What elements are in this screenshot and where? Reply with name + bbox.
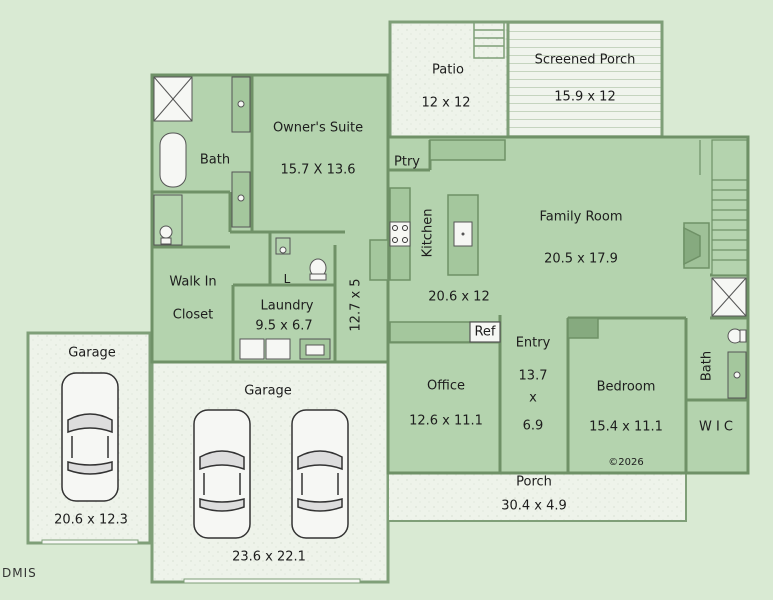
room-name-office: Office [427, 378, 465, 394]
stairs [699, 139, 748, 276]
car-icon [61, 372, 119, 502]
room-name-garage-main: Garage [244, 383, 292, 399]
kitchen-sink-icon [453, 221, 473, 247]
room-name-bedroom-bath: Bath [699, 350, 715, 382]
garage-left-door [41, 539, 139, 545]
half-bath-fixtures [275, 237, 327, 281]
room-name-family-room: Family Room [539, 209, 623, 225]
patio-slab [388, 20, 510, 139]
room-name-walk-in-closet-line2: Closet [172, 307, 214, 323]
room-name-wic: W I C [698, 419, 734, 435]
room-dims-laundry: 9.5 x 6.7 [255, 318, 313, 334]
room-dims-entry-line3: 6.9 [522, 418, 544, 434]
interior-walls [152, 75, 748, 473]
owners-bath-fixtures [153, 76, 251, 246]
room-dims-porch: 30.4 x 4.9 [501, 498, 567, 514]
room-dims-hall: 12.7 x 5 [348, 278, 364, 332]
room-name-screened-porch: Screened Porch [534, 52, 636, 68]
copyright-mark: ©2026 [608, 457, 644, 468]
room-name-owners-bath: Bath [199, 152, 231, 168]
laundry-appliances [239, 338, 331, 360]
room-name-owners-suite: Owner's Suite [272, 120, 364, 136]
garage-main-door [183, 578, 361, 584]
half-bath-label: L [283, 272, 291, 286]
owners-bath-sinks [237, 100, 245, 202]
room-dims-garage-left: 20.6 x 12.3 [54, 512, 128, 528]
room-name-porch: Porch [516, 474, 552, 490]
patio-steps [473, 21, 505, 59]
room-dims-family-room: 20.5 x 17.9 [544, 251, 618, 267]
watermark-logo: DMIS [2, 566, 37, 580]
room-dims-screened-porch: 15.9 x 12 [554, 89, 616, 105]
room-name-patio: Patio [432, 62, 464, 78]
car-icon [193, 409, 251, 539]
room-dims-entry-line2: x [529, 390, 537, 406]
refrigerator-label: Ref [474, 324, 496, 340]
cooktop-icon [389, 221, 411, 247]
room-name-entry: Entry [515, 335, 551, 351]
room-name-garage-left: Garage [68, 345, 116, 361]
room-dims-office: 12.6 x 11.1 [409, 413, 483, 429]
refrigerator-box [469, 321, 501, 343]
room-name-laundry: Laundry [260, 298, 314, 314]
fireplace [683, 222, 710, 269]
room-name-walk-in-closet-line1: Walk In [169, 274, 217, 290]
car-icon [291, 409, 349, 539]
screened-porch-floor [506, 20, 664, 139]
room-dims-patio: 12 x 12 [421, 95, 471, 111]
room-dims-garage-main: 23.6 x 22.1 [232, 549, 306, 565]
bedroom-bath-fixtures [711, 277, 747, 399]
room-dims-owners-suite: 15.7 X 13.6 [280, 162, 356, 178]
porch-slab [387, 472, 687, 522]
room-dims-kitchen: 20.6 x 12 [428, 289, 490, 305]
room-name-pantry: Ptry [394, 154, 420, 170]
room-name-kitchen: Kitchen [420, 208, 436, 258]
room-dims-bedroom: 15.4 x 11.1 [589, 419, 663, 435]
room-name-bedroom: Bedroom [596, 379, 656, 395]
room-dims-entry-line1: 13.7 [518, 368, 548, 384]
